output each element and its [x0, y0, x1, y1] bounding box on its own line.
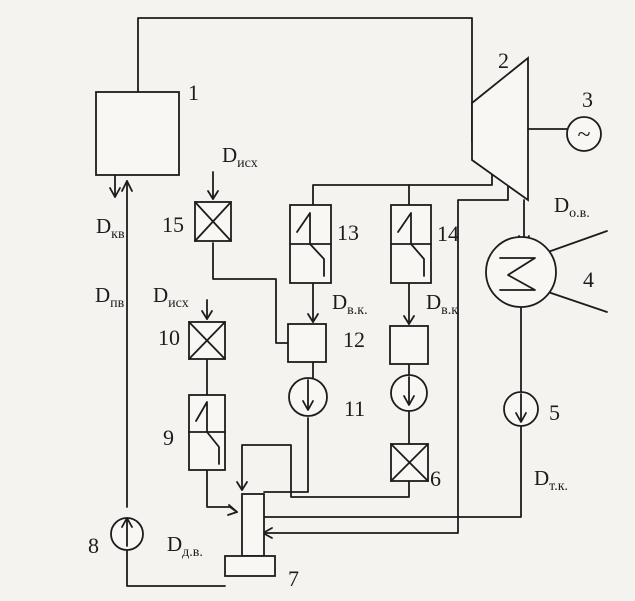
- pump-11-left: [288, 377, 328, 417]
- label-4: 4: [583, 267, 594, 292]
- deaerator-steam-line: [261, 174, 509, 534]
- water-treatment-10: [188, 321, 226, 360]
- deaerator-column: [241, 493, 265, 557]
- blowdown-arrow: [109, 187, 121, 198]
- label-8: 8: [88, 533, 99, 558]
- label-1: 1: [188, 80, 199, 105]
- label-5: 5: [549, 400, 560, 425]
- tank-12-right: [389, 325, 429, 365]
- line-9-to-deaerator: [206, 469, 238, 513]
- arrow-6-to-deaerator: [236, 481, 248, 491]
- flow-kv: Dкв: [96, 214, 125, 242]
- water-treatment-15: [194, 201, 232, 242]
- flow-ov: Dо.в.: [554, 193, 590, 221]
- line-15-to-12: [212, 242, 289, 344]
- extraction-line: [312, 167, 493, 206]
- boiler: [95, 91, 180, 176]
- pipelines: [109, 17, 608, 587]
- condensate-return: [261, 425, 522, 518]
- condenser: [485, 236, 557, 308]
- label-14: 14: [437, 221, 459, 246]
- heat-exchanger-13: [289, 204, 332, 284]
- label-11: 11: [344, 396, 365, 421]
- arrow-14-to-12b: [403, 315, 415, 325]
- line-6-to-deaerator: [241, 444, 410, 498]
- flow-isx-10: Dисх: [153, 283, 189, 311]
- flow-dv: Dд.в.: [167, 532, 203, 560]
- label-12: 12: [343, 327, 365, 352]
- line-pump11a-down: [263, 417, 309, 493]
- feed-pump-8: [110, 517, 144, 551]
- label-10: 10: [158, 325, 180, 350]
- tank-12-left: [287, 323, 327, 363]
- label-9: 9: [163, 425, 174, 450]
- label-2: 2: [498, 48, 509, 73]
- arrow-13-to-12: [307, 313, 319, 323]
- label-3: 3: [582, 87, 593, 112]
- label-6: 6: [430, 466, 441, 491]
- deaerator-tank-7: [224, 555, 276, 577]
- makeup-15-arrow: [207, 190, 219, 200]
- condenser-coil-icon: [499, 257, 536, 291]
- feedwater-arrow: [121, 180, 133, 192]
- label-13: 13: [337, 220, 359, 245]
- generator: [566, 116, 602, 152]
- flow-tk: Dт.к.: [534, 466, 568, 494]
- flow-vk-14: Dв.к: [426, 290, 458, 318]
- flow-vk-13: Dв.к.: [332, 290, 368, 318]
- cooling-water-out: [547, 291, 608, 313]
- label-7: 7: [288, 566, 299, 591]
- pump-11-right: [390, 374, 428, 412]
- flow-isx-15: Dисх: [222, 143, 258, 171]
- flow-pv: Dпв: [95, 283, 125, 311]
- generator-symbol: ~: [578, 122, 591, 148]
- equipment-numbers: 1 2 3 4 5 6 7 8 9 10 11 12 13 14 15: [88, 48, 594, 591]
- turbine: [471, 56, 529, 202]
- heat-exchanger-14: [390, 204, 432, 284]
- makeup-10-arrow: [201, 310, 213, 320]
- pump-5-arrow-head: [515, 412, 527, 423]
- heat-exchanger-9: [188, 394, 226, 471]
- main-steam-line: [137, 17, 473, 143]
- arrow-9-to-deaerator: [227, 504, 238, 516]
- water-treatment-6: [390, 443, 429, 482]
- cooling-water-in: [547, 230, 608, 253]
- flow-labels: Dкв Dпв Dисх Dисх Dв.к. Dв.к Dо.в. Dт.к.…: [95, 143, 590, 560]
- label-15: 15: [162, 212, 184, 237]
